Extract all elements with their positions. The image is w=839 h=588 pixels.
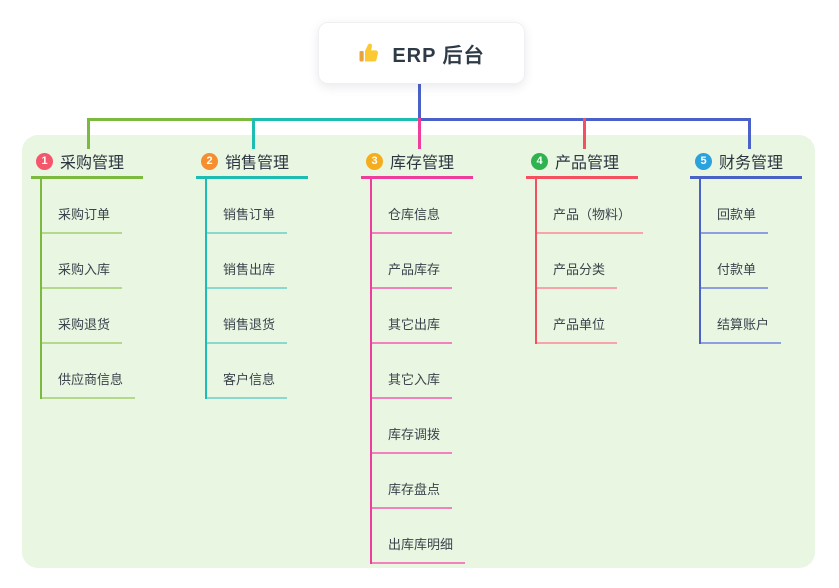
- child-node[interactable]: 产品库存: [370, 234, 526, 289]
- child-label: 产品（物料）: [535, 204, 644, 234]
- child-node[interactable]: 库存调拨: [370, 399, 526, 454]
- branch-column: 5 财务管理 回款单 付款单 结算账户: [690, 148, 839, 344]
- child-node[interactable]: 产品（物料）: [535, 179, 691, 234]
- child-label: 产品分类: [535, 259, 618, 289]
- child-node[interactable]: 其它出库: [370, 289, 526, 344]
- child-label: 库存调拨: [370, 424, 453, 454]
- branches-panel: [22, 135, 815, 568]
- child-node[interactable]: 回款单: [699, 179, 839, 234]
- child-label: 采购入库: [40, 259, 123, 289]
- branch-number-badge: 3: [366, 152, 383, 170]
- child-node[interactable]: 销售退货: [205, 289, 361, 344]
- child-label: 销售退货: [205, 314, 288, 344]
- branch-children: 回款单 付款单 结算账户: [699, 179, 839, 344]
- child-label: 其它入库: [370, 369, 453, 399]
- child-node[interactable]: 销售订单: [205, 179, 361, 234]
- child-label: 出库库明细: [370, 534, 466, 564]
- branch-children: 产品（物料） 产品分类 产品单位: [535, 179, 691, 344]
- child-label: 采购退货: [40, 314, 123, 344]
- branch-number-badge: 4: [531, 152, 548, 170]
- branch-column: 2 销售管理 销售订单 销售出库 销售退货 客户信息: [196, 148, 361, 399]
- connector-bus-segment-2: [252, 118, 418, 121]
- branch-drop-line-2: [252, 118, 255, 149]
- child-node[interactable]: 仓库信息: [370, 179, 526, 234]
- branch-drop-line-3: [418, 118, 421, 149]
- child-node[interactable]: 付款单: [699, 234, 839, 289]
- child-label: 客户信息: [205, 369, 288, 399]
- branch-drop-line-1: [87, 118, 90, 149]
- branch-connector-line: [40, 179, 42, 399]
- child-node[interactable]: 客户信息: [205, 344, 361, 399]
- branch-column: 3 库存管理 仓库信息 产品库存 其它出库 其它入库 库存调拨 库存盘点 出库库…: [361, 148, 526, 564]
- branch-connector-line: [370, 179, 372, 564]
- child-node[interactable]: 产品单位: [535, 289, 691, 344]
- branch-connector-line: [205, 179, 207, 399]
- child-label: 回款单: [699, 204, 769, 234]
- branch-title: 产品管理: [555, 155, 620, 172]
- root-stem-line: [418, 82, 421, 119]
- branch-children: 仓库信息 产品库存 其它出库 其它入库 库存调拨 库存盘点 出库库明细: [370, 179, 526, 564]
- branch-header[interactable]: 2 销售管理: [196, 148, 308, 179]
- branch-children: 采购订单 采购入库 采购退货 供应商信息: [40, 179, 196, 399]
- branch-title: 财务管理: [719, 155, 784, 172]
- child-label: 销售出库: [205, 259, 288, 289]
- child-node[interactable]: 供应商信息: [40, 344, 196, 399]
- branch-number-badge: 5: [695, 152, 712, 170]
- child-node[interactable]: 采购订单: [40, 179, 196, 234]
- child-node[interactable]: 销售出库: [205, 234, 361, 289]
- root-title: ERP 后台: [392, 44, 485, 67]
- child-label: 供应商信息: [40, 369, 136, 399]
- branch-header[interactable]: 3 库存管理: [361, 148, 473, 179]
- branch-title: 采购管理: [60, 155, 125, 172]
- child-label: 销售订单: [205, 204, 288, 234]
- connector-bus-segment-1: [87, 118, 252, 121]
- branch-title: 销售管理: [225, 155, 290, 172]
- branch-connector-line: [699, 179, 701, 344]
- child-node[interactable]: 结算账户: [699, 289, 839, 344]
- branch-number-badge: 1: [36, 152, 53, 170]
- branch-children: 销售订单 销售出库 销售退货 客户信息: [205, 179, 361, 399]
- thumbs-up-icon: [358, 41, 382, 65]
- branch-header[interactable]: 1 采购管理: [31, 148, 143, 179]
- child-node[interactable]: 产品分类: [535, 234, 691, 289]
- branch-header[interactable]: 4 产品管理: [526, 148, 638, 179]
- child-node[interactable]: 采购入库: [40, 234, 196, 289]
- branch-column: 4 产品管理 产品（物料） 产品分类 产品单位: [526, 148, 691, 344]
- child-label: 其它出库: [370, 314, 453, 344]
- child-node[interactable]: 出库库明细: [370, 509, 526, 564]
- child-label: 仓库信息: [370, 204, 453, 234]
- child-label: 产品库存: [370, 259, 453, 289]
- child-label: 产品单位: [535, 314, 618, 344]
- branch-connector-line: [535, 179, 537, 344]
- branch-number-badge: 2: [201, 152, 218, 170]
- child-node[interactable]: 库存盘点: [370, 454, 526, 509]
- child-label: 付款单: [699, 259, 769, 289]
- branch-drop-line-4: [583, 118, 586, 149]
- branch-drop-line-5: [748, 118, 751, 149]
- child-label: 采购订单: [40, 204, 123, 234]
- root-node[interactable]: ERP 后台: [318, 22, 525, 84]
- child-node[interactable]: 采购退货: [40, 289, 196, 344]
- child-label: 库存盘点: [370, 479, 453, 509]
- branch-title: 库存管理: [390, 155, 455, 172]
- child-label: 结算账户: [699, 314, 782, 344]
- child-node[interactable]: 其它入库: [370, 344, 526, 399]
- branch-header[interactable]: 5 财务管理: [690, 148, 802, 179]
- branch-column: 1 采购管理 采购订单 采购入库 采购退货 供应商信息: [31, 148, 196, 399]
